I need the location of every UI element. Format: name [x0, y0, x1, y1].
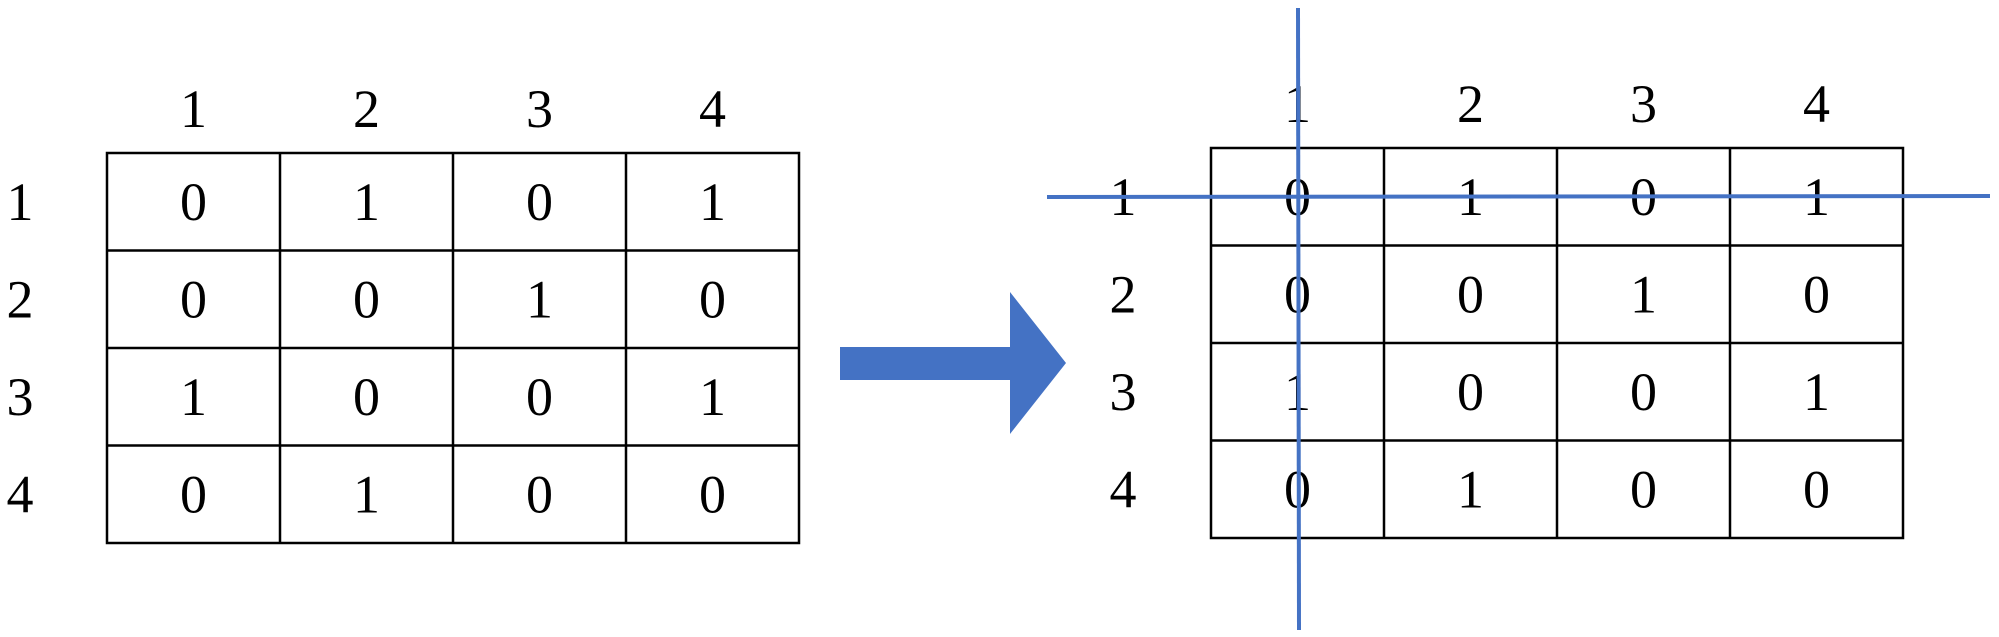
- row-label: 1: [7, 172, 34, 232]
- matrix-cell: 0: [1457, 264, 1484, 324]
- left-matrix: 1 2 3 4 1 2 3 4 0 1 0 1 0 0 1 0 1 0 0 1 0 1 0 0: [7, 79, 801, 545]
- row-label: 3: [7, 367, 34, 427]
- row-label: 4: [1110, 459, 1137, 519]
- column-label: 4: [1803, 74, 1830, 134]
- matrix-cell: 0: [180, 269, 207, 329]
- matrix-cell: 0: [180, 464, 207, 524]
- column-label: 4: [699, 79, 726, 139]
- matrix-cell: 0: [526, 172, 553, 232]
- matrix-cell: 0: [353, 367, 380, 427]
- matrix-cell: 0: [699, 269, 726, 329]
- matrix-cell: 0: [180, 172, 207, 232]
- row-label: 4: [7, 464, 34, 524]
- matrix-cell: 0: [526, 464, 553, 524]
- matrix-cell: 0: [353, 269, 380, 329]
- crossed-column-line: [1296, 7, 1301, 631]
- matrix-cell: 1: [353, 172, 380, 232]
- column-label: 3: [526, 79, 553, 139]
- matrix-cell: 0: [526, 367, 553, 427]
- column-label: 2: [1457, 74, 1484, 134]
- matrix-cell: 1: [699, 172, 726, 232]
- matrix-cell: 0: [1630, 362, 1657, 422]
- matrix-cell: 1: [699, 367, 726, 427]
- crossed-row-line: [1046, 194, 1991, 199]
- matrix-cell: 1: [180, 367, 207, 427]
- column-label: 3: [1630, 74, 1657, 134]
- row-label: 3: [1110, 362, 1137, 422]
- matrix-cell: 1: [1630, 264, 1657, 324]
- right-arrow-icon: [840, 292, 1066, 434]
- matrix-cell: 1: [1803, 362, 1830, 422]
- cross-out-lines: [1046, 7, 1991, 631]
- matrix-cell: 1: [526, 269, 553, 329]
- matrix-cell: 1: [353, 464, 380, 524]
- matrix-cell: 1: [1457, 459, 1484, 519]
- row-label: 2: [1110, 264, 1137, 324]
- column-label: 2: [353, 79, 380, 139]
- matrix-cell: 0: [1803, 264, 1830, 324]
- matrix-cell: 0: [1457, 362, 1484, 422]
- matrix-cell: 0: [1803, 459, 1830, 519]
- row-label: 2: [7, 269, 34, 329]
- matrix-cell: 0: [699, 464, 726, 524]
- matrix-cell: 0: [1630, 459, 1657, 519]
- column-label: 1: [180, 79, 207, 139]
